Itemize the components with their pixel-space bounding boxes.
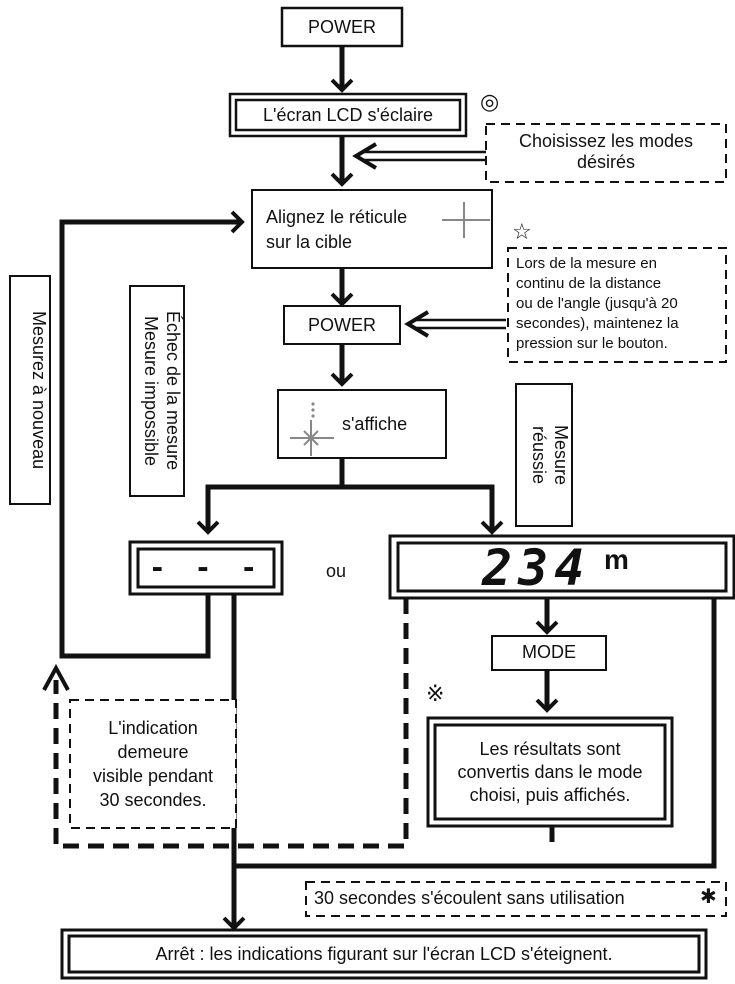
align-line2: sur la cible [266,232,353,252]
align-line1: Alignez le réticule [266,207,408,227]
reference-mark-icon: ※ [426,682,445,707]
box-power-top [280,6,404,48]
double-arrows [352,142,506,338]
measure-again-label: Mesurez à nouveau [29,310,49,470]
asterisk-icon: ✱ [700,884,717,908]
stays-visible-label: L'indication demeure visible pendant 30 … [92,718,214,810]
box-continuous-note [507,247,727,363]
arrowhead-dashed-up [42,663,70,691]
dashed-connectors [53,598,555,849]
arrow-measure-again [59,210,245,659]
success-display-value: 234 [482,539,591,597]
box-align [251,189,493,269]
box-failure-label [129,285,185,497]
or-label: ou [326,561,347,581]
arrow-continuous-in [414,318,506,330]
double-circle-icon: ◎ [480,90,500,115]
arrow-to-success [342,484,504,535]
star-icon: ☆ [512,220,532,245]
box-displayed [277,389,447,459]
continuous-note: Lors de la mesure en continu de la dista… [516,255,679,352]
displayed-label: s'affiche [342,414,408,434]
timeout-label: 30 secondes s'écoulent sans utilisation [314,888,625,908]
box-choose-modes [485,123,727,183]
lcd-lights-label: L'écran LCD s'éclaire [263,105,433,125]
mode-label: MODE [522,642,576,662]
arrow-timeout-to-off [234,598,717,869]
power-top-label: POWER [307,17,376,37]
power-mid-label: POWER [307,315,376,335]
success-label: Mesure réussie [529,424,571,486]
choose-modes-label: Choisissez les modes désirés [518,131,694,172]
box-power-mid [283,305,401,345]
box-measure-again [9,275,51,505]
solid-connectors [59,46,717,931]
box-mode [491,635,607,671]
box-stays-visible [69,699,237,829]
failure-label: Échec de la mesure Mesure impossible [141,311,183,471]
box-success-label [515,383,573,527]
arrow-choose-modes-in [362,150,486,162]
arrow-to-failure [196,458,345,535]
converted-label: Les résultats sont convertis dans le mod… [457,739,643,805]
off-label: Arrêt : les indications figurant sur l'é… [155,944,613,964]
reticle-icon [442,202,490,238]
reticle-dotted-icon [290,402,334,456]
success-display-unit: m [604,544,629,575]
box-timeout [305,881,727,917]
boxes [9,6,735,980]
failure-display: - - - [148,551,264,584]
